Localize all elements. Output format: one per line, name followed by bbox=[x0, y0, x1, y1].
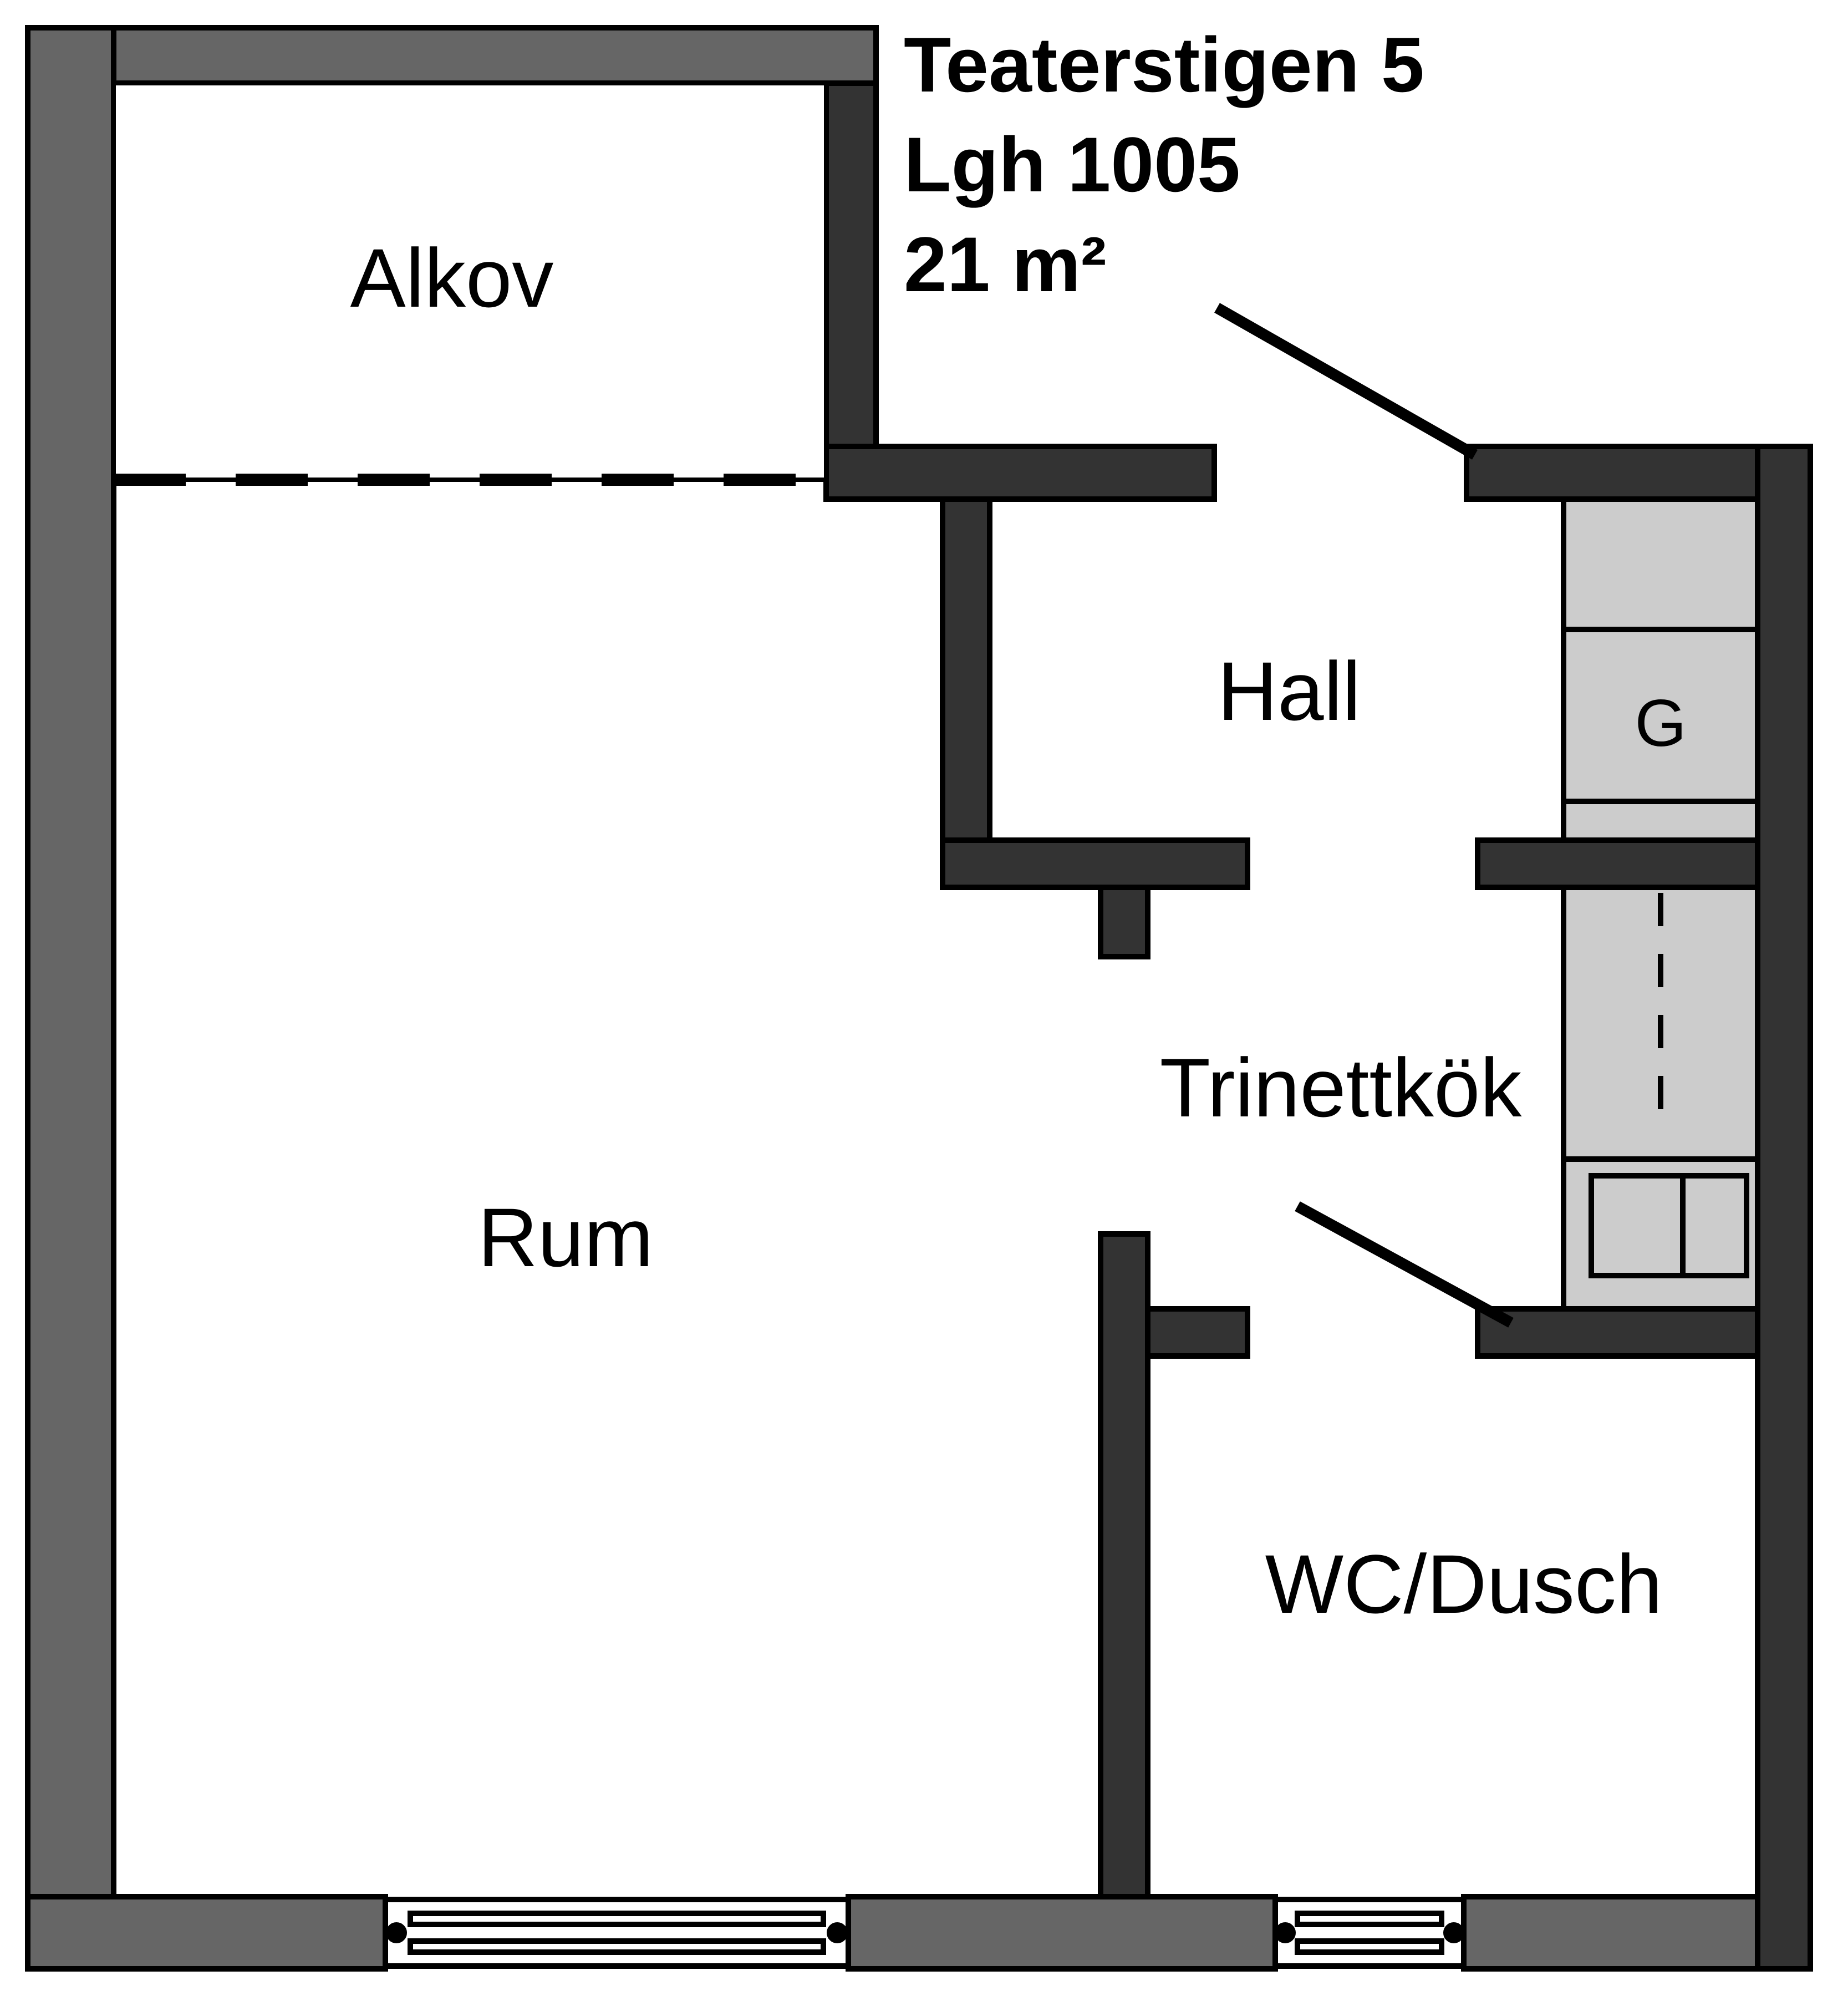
window-main-room bbox=[383, 1897, 851, 1969]
wall-bath-left bbox=[1098, 1231, 1150, 1899]
room-label-alcove: Alkov bbox=[350, 231, 554, 324]
outer-wall-top-left bbox=[25, 25, 879, 86]
wall-hall-top-right bbox=[1464, 444, 1813, 502]
address-title: Teaterstigen 5 bbox=[904, 21, 1424, 108]
apartment-number: Lgh 1005 bbox=[904, 121, 1240, 208]
alcove-floor bbox=[111, 81, 828, 482]
wall-hall-stub bbox=[1098, 885, 1150, 959]
fridge-label: G bbox=[1635, 686, 1686, 760]
wall-hall-bottom bbox=[940, 837, 1250, 890]
wall-alcove-right bbox=[823, 80, 879, 502]
room-label-main-room: Rum bbox=[478, 1191, 654, 1284]
wall-bath-top-left bbox=[1145, 1306, 1250, 1359]
wall-hall-left bbox=[940, 496, 992, 890]
window-bathroom bbox=[1272, 1897, 1467, 1969]
fridge bbox=[1561, 627, 1760, 804]
room-label-kitchenette: Trinettkök bbox=[1160, 1041, 1523, 1134]
wall-hall-top-left bbox=[823, 444, 1217, 502]
stove-plate-left bbox=[1589, 1173, 1686, 1278]
outer-wall-left bbox=[25, 25, 116, 1972]
wall-kitchen-divider bbox=[1475, 837, 1760, 890]
outer-wall-bottom-mid bbox=[846, 1894, 1278, 1972]
stove-plate-right bbox=[1680, 1173, 1749, 1278]
fridge-door-strip bbox=[1561, 799, 1760, 843]
title-leader-line bbox=[1214, 303, 1478, 460]
wall-right bbox=[1755, 444, 1813, 1972]
room-label-bathroom: WC/Dusch bbox=[1265, 1537, 1663, 1631]
windows bbox=[383, 1897, 1467, 1969]
outer-walls bbox=[25, 25, 1813, 1972]
counter-top bbox=[1561, 496, 1760, 632]
apartment-area: 21 m² bbox=[904, 221, 1107, 308]
outer-wall-bottom-left bbox=[25, 1894, 388, 1972]
kitchen-leader-line bbox=[1295, 1201, 1514, 1328]
outer-wall-bottom-right bbox=[1461, 1894, 1813, 1972]
wall-bath-top-right bbox=[1475, 1306, 1760, 1359]
room-label-hall: Hall bbox=[1218, 644, 1361, 738]
